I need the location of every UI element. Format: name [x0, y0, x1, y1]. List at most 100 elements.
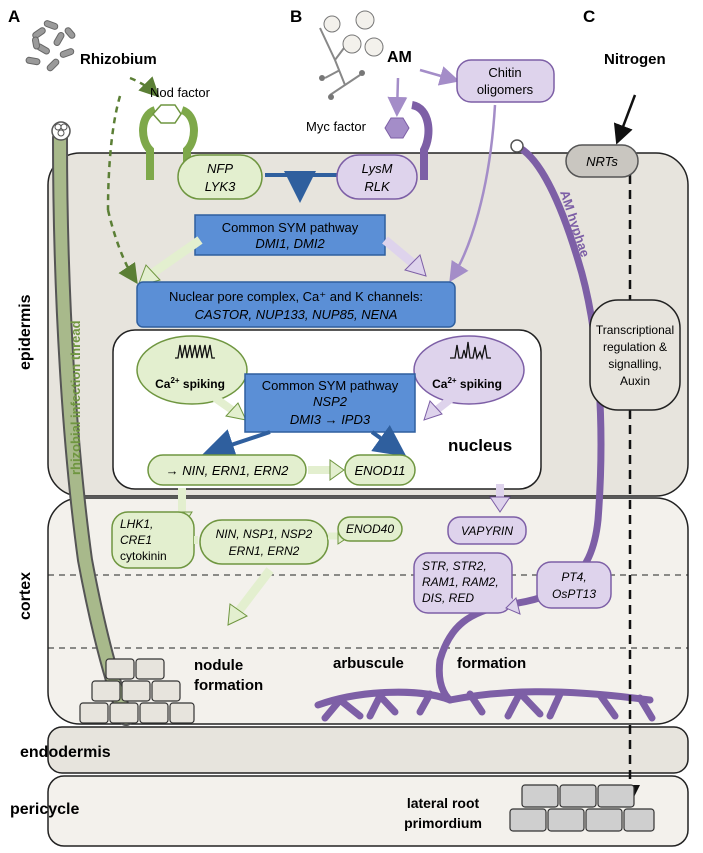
nin-nsp-line2: ERN1, ERN2: [229, 544, 300, 558]
arrow-str-to-arbuscule: [497, 587, 515, 607]
am-hyphae-path: [435, 144, 605, 704]
nod-factor-hexagon: [151, 104, 182, 124]
ca-spiking-green-trace: [175, 344, 215, 359]
transcription-line1: Transcriptional: [596, 323, 674, 337]
myc-receptor-icon: [410, 101, 433, 180]
lateral-root-line2: primordium: [404, 815, 482, 831]
arrow-nodfactor: [129, 76, 160, 98]
myc-factor-hexagon: [384, 117, 410, 139]
nod-receptor-icon: [139, 106, 198, 180]
common-sym-1-line2: DMI1, DMI2: [255, 236, 325, 251]
panel-c-label: C: [583, 7, 595, 26]
arrow-am-to-myc: [387, 77, 408, 117]
common-sym-2-box: [244, 373, 416, 433]
am-spores-icon: [319, 10, 384, 100]
arrow-to-nodule-head: [227, 603, 248, 626]
lysm-rlk-box: [336, 154, 418, 200]
panel-a-label: A: [8, 7, 20, 26]
vapyrin-box: [447, 516, 527, 545]
ca-spiking-purple-trace: [450, 341, 491, 361]
arrow-enod-to-vapyrin-head: [489, 496, 511, 513]
epidermis-label: epidermis: [17, 294, 34, 370]
arrow-thread-to-pore: [106, 209, 138, 285]
am-label: AM: [387, 49, 412, 66]
transcription-line4: Auxin: [620, 374, 650, 388]
arrow-am-to-chitin: [419, 66, 460, 86]
transcriptional-regulation-box: [589, 299, 681, 411]
chitin-line1: Chitin: [488, 65, 521, 80]
am-hyphae-tip: [510, 139, 524, 153]
enod40-box: [337, 516, 403, 542]
chitin-line2: oligomers: [477, 82, 534, 97]
arrow-rhizobium-to-thread: [106, 95, 122, 211]
nodule-line2: formation: [194, 677, 263, 694]
vapyrin-label: VAPYRIN: [461, 524, 513, 538]
str-line2: RAM1, RAM2,: [422, 575, 499, 589]
nuclear-pore-box: [136, 281, 456, 328]
nrts-box: [565, 144, 639, 178]
arrow-ca-purple-head: [423, 400, 443, 421]
common-sym-2-line1: Common SYM pathway: [262, 378, 399, 393]
common-sym-1-line1: Common SYM pathway: [222, 220, 359, 235]
nfp-lyk3-box: [177, 154, 263, 200]
arrow-nitrogen: [613, 94, 637, 145]
enod40-label: ENOD40: [346, 522, 394, 536]
enod11-label: ENOD11: [354, 463, 405, 478]
arrow-nin-to-enod11-head: [329, 459, 345, 481]
arrow-sym2-right: [370, 425, 407, 457]
pt4-line2: OsPT13: [552, 587, 596, 601]
receptor-merge-arrow: [265, 175, 340, 195]
str-line1: STR, STR2,: [422, 559, 487, 573]
nrts-label: NRTs: [586, 154, 618, 169]
rlk-label: RLK: [364, 179, 391, 194]
nuclear-pore-line1: Nuclear pore complex, Ca⁺ and K channels…: [169, 289, 423, 304]
lhk1-line3: cytokinin: [120, 549, 167, 563]
nin-ern-label: → NIN, ERN1, ERN2: [166, 463, 290, 478]
arrow-chitin-to-pore: [449, 104, 497, 283]
arrow-sym2-left: [202, 429, 271, 460]
lateral-root-line1: lateral root: [407, 795, 480, 811]
ca-green-sup: 2+: [170, 376, 179, 385]
arbuscule-word2: formation: [457, 655, 526, 672]
arrow-sym1-right-head: [404, 254, 427, 277]
lyk3-label: LYK3: [205, 179, 236, 194]
arrow-to-nodule: [234, 567, 274, 615]
enod11-box: [344, 454, 416, 486]
ca-purple-rest: spiking: [457, 377, 502, 391]
nucleus-label: nucleus: [448, 436, 512, 455]
pericycle-label: pericycle: [10, 801, 79, 818]
ca-green-ca: Ca: [155, 377, 171, 391]
arrow-sym1-left: [147, 236, 203, 279]
nod-factor-label: Nod factor: [150, 85, 211, 100]
ca-spiking-green-label: Ca2+ spiking: [155, 376, 225, 391]
transcription-line3: signalling,: [608, 357, 661, 371]
nin-nsp-box: [199, 519, 329, 565]
transcription-line2: regulation &: [603, 340, 667, 354]
ca-green-rest: spiking: [180, 377, 225, 391]
rhizobium-label: Rhizobium: [80, 51, 157, 68]
endodermis-label: endodermis: [20, 744, 111, 761]
ca-spiking-green: [136, 335, 248, 405]
infection-thread-label: rhizobial infection thread: [68, 320, 83, 475]
cortex-label: cortex: [17, 572, 34, 620]
arbuscule-word1: arbuscule: [333, 655, 404, 672]
nin-nsp-line1: NIN, NSP1, NSP2: [216, 527, 313, 541]
rhizobia-in-thread: [54, 123, 68, 137]
arrow-str-to-arbuscule-head: [505, 597, 521, 615]
ca-spiking-purple: [413, 335, 525, 405]
pt4-line1: PT4,: [561, 570, 586, 584]
arrow-sym1-right: [382, 236, 418, 269]
str-line3: DIS, RED: [422, 591, 474, 605]
nodule-line1: nodule: [194, 657, 243, 674]
ca-purple-ca: Ca: [432, 377, 448, 391]
chitin-box: [456, 59, 555, 103]
endodermis-cell: [47, 726, 689, 774]
str-ram-box: [413, 552, 513, 614]
lhk1-line2: CRE1: [120, 533, 152, 547]
arrow-ca-green-head: [225, 402, 247, 421]
arbuscule-shape: [314, 688, 656, 722]
nuclear-pore-line2: CASTOR, NUP133, NUP85, NENA: [195, 307, 398, 322]
myc-factor-label: Myc factor: [306, 119, 367, 134]
common-sym-1-box: [194, 214, 386, 256]
ca-purple-sup: 2+: [447, 376, 456, 385]
